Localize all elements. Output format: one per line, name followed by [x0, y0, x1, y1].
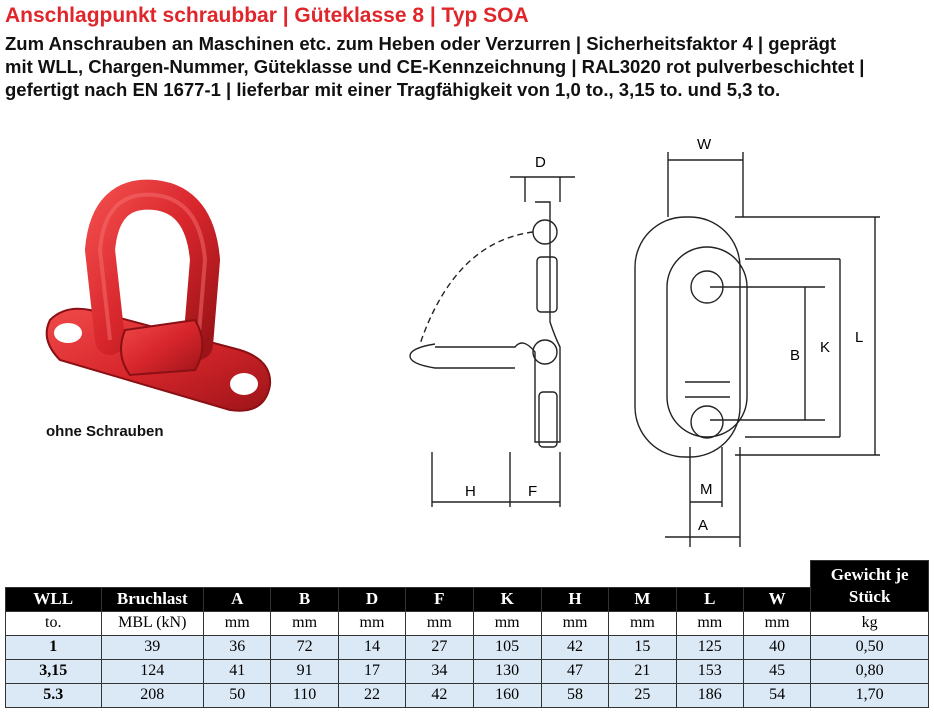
table-cell: 0,80 [810, 658, 929, 684]
table-cell: 25 [608, 682, 677, 708]
label-h: H [465, 483, 476, 500]
unit-cell: to. [5, 610, 102, 636]
table-cell: 39 [100, 634, 205, 660]
table-cell: 72 [270, 634, 339, 660]
table-cell: 153 [675, 658, 744, 684]
units-row: to. MBL (kN) mm mm mm mm mm mm mm mm mm … [5, 610, 929, 636]
unit-cell: mm [270, 610, 339, 636]
table-cell: 50 [203, 682, 272, 708]
header-f: F [405, 586, 474, 612]
table-cell: 54 [742, 682, 812, 708]
table-row: 1 39 36 72 14 27 105 42 15 125 40 0,50 [5, 634, 929, 660]
header-d: D [337, 586, 407, 612]
unit-cell: mm [405, 610, 474, 636]
header-bruchlast: Bruchlast [100, 586, 205, 612]
page-title: Anschlagpunkt schraubbar | Güteklasse 8 … [5, 4, 529, 27]
table-cell: 14 [337, 634, 407, 660]
table-cell: 42 [405, 682, 474, 708]
table-cell: 27 [405, 634, 474, 660]
description-line: gefertigt nach EN 1677-1 | lieferbar mit… [5, 79, 781, 100]
product-photo [45, 179, 272, 412]
table-row: 3,15 124 41 91 17 34 130 47 21 153 45 0,… [5, 658, 929, 684]
table-cell: 0,50 [810, 634, 929, 660]
label-b: B [790, 347, 800, 364]
table-cell: 91 [270, 658, 339, 684]
table-cell: 3,15 [5, 658, 102, 684]
unit-cell: mm [608, 610, 677, 636]
table-cell: 47 [540, 658, 610, 684]
unit-cell: mm [337, 610, 407, 636]
table-cell: 124 [100, 658, 205, 684]
table-cell: 42 [540, 634, 610, 660]
table-cell: 130 [472, 658, 542, 684]
table-cell: 41 [203, 658, 272, 684]
unit-cell: mm [540, 610, 610, 636]
unit-cell: mm [742, 610, 812, 636]
unit-cell: mm [675, 610, 744, 636]
table-cell: 36 [203, 634, 272, 660]
photo-caption: ohne Schrauben [46, 423, 164, 440]
unit-cell: MBL (kN) [100, 610, 205, 636]
table-cell: 5.3 [5, 682, 102, 708]
product-description: Zum Anschrauben an Maschinen etc. zum He… [5, 32, 930, 101]
table-cell: 45 [742, 658, 812, 684]
table-cell: 110 [270, 682, 339, 708]
unit-cell: mm [203, 610, 272, 636]
spec-table: Gewicht je Stück WLL Bruchlast A B D F K… [5, 560, 929, 708]
table-cell: 15 [608, 634, 677, 660]
unit-cell: kg [810, 610, 929, 636]
technical-drawing: D W H F M A B K L [409, 136, 880, 547]
table-cell: 1,70 [810, 682, 929, 708]
table-cell: 186 [675, 682, 744, 708]
table-cell: 208 [100, 682, 205, 708]
label-m: M [700, 481, 713, 498]
table-cell: 105 [472, 634, 542, 660]
unit-cell: mm [472, 610, 542, 636]
table-cell: 58 [540, 682, 610, 708]
table-cell: 160 [472, 682, 542, 708]
label-w: W [697, 136, 712, 153]
header-b: B [270, 586, 339, 612]
header-wll: WLL [5, 586, 102, 612]
header-l: L [675, 586, 744, 612]
label-a: A [698, 517, 708, 534]
header-w: W [742, 586, 812, 612]
label-d: D [535, 154, 546, 171]
label-k: K [820, 339, 830, 356]
header-a: A [203, 586, 272, 612]
description-line: mit WLL, Chargen-Nummer, Güteklasse und … [5, 56, 865, 77]
table-cell: 22 [337, 682, 407, 708]
table-cell: 21 [608, 658, 677, 684]
table-row: 5.3 208 50 110 22 42 160 58 25 186 54 1,… [5, 682, 929, 708]
table-cell: 34 [405, 658, 474, 684]
label-f: F [528, 483, 537, 500]
table-cell: 125 [675, 634, 744, 660]
header-k: K [472, 586, 542, 612]
description-line: Zum Anschrauben an Maschinen etc. zum He… [5, 33, 837, 54]
table-cell: 1 [5, 634, 102, 660]
label-l: L [855, 329, 863, 346]
header-m: M [608, 586, 677, 612]
table-cell: 17 [337, 658, 407, 684]
header-h: H [540, 586, 610, 612]
header-gewicht: Gewicht je Stück [810, 560, 929, 612]
table-cell: 40 [742, 634, 812, 660]
